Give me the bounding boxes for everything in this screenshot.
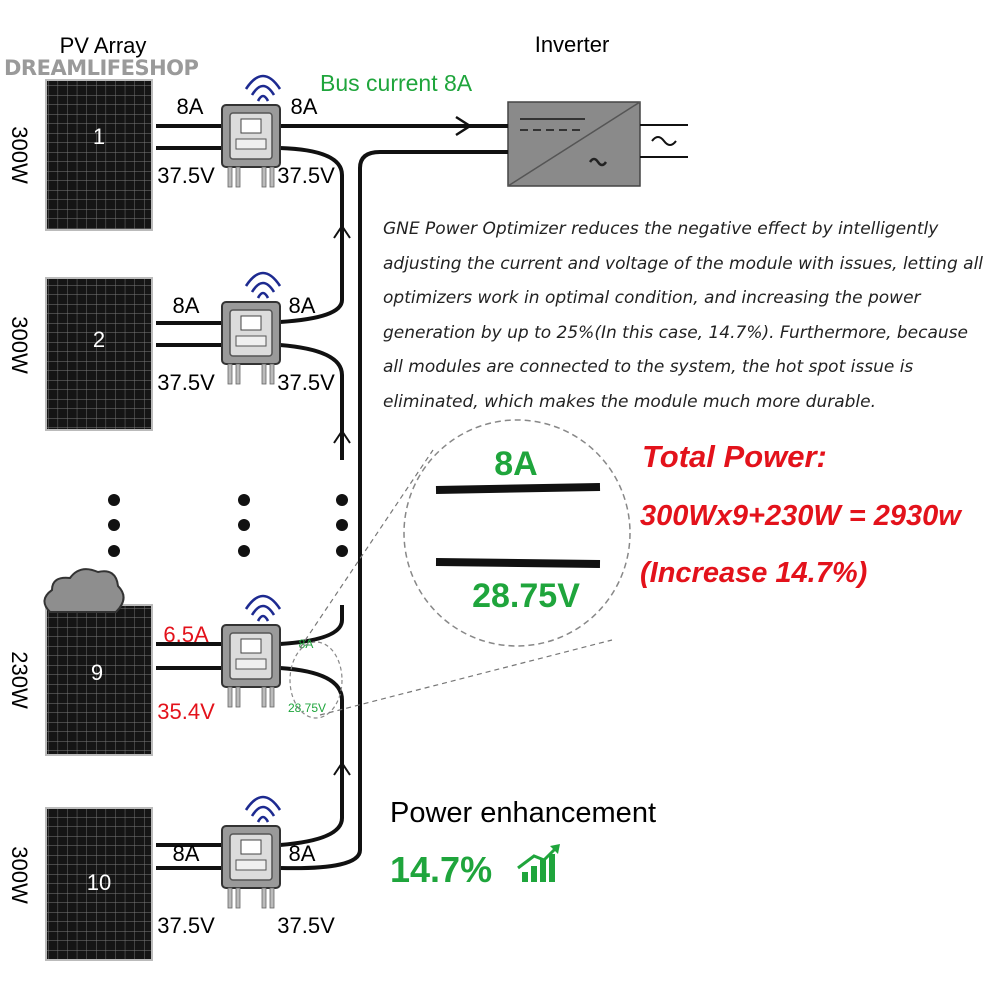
zoom-source-ellipse (289, 641, 343, 719)
output-current: 8A (289, 841, 316, 866)
output-voltage: 37.5V (277, 163, 335, 188)
watermark-logo: DREAMLIFESHOP (4, 56, 199, 80)
total-power-increase: (Increase 14.7%) (640, 557, 867, 589)
pv-panel: 9 (45, 604, 153, 756)
optimizer-device (220, 795, 282, 910)
input-current: 8A (173, 293, 200, 318)
input-current: 8A (177, 94, 204, 119)
output-voltage: 37.5V (277, 913, 335, 938)
panel-power-rating: 230W (7, 651, 32, 709)
input-current: 6.5A (163, 622, 209, 647)
output-current: 8A (291, 94, 318, 119)
inverter-title: Inverter (535, 32, 610, 57)
total-power-formula: 300Wx9+230W = 2930w (640, 500, 963, 532)
enhancement-value: 14.7% (390, 849, 492, 890)
optimizer-device (220, 271, 282, 386)
bus-arrow-icon (455, 115, 473, 137)
zoom-circle (403, 419, 631, 647)
ellipsis-dots (108, 494, 348, 557)
description-text: GNE Power Optimizer reduces the negative… (383, 219, 984, 412)
pv-array-title: PV Array (60, 33, 147, 58)
panel-number: 10 (87, 870, 111, 895)
input-voltage: 37.5V (157, 913, 215, 938)
inverter (507, 101, 641, 187)
panel-power-rating: 300W (7, 126, 32, 184)
input-voltage: 35.4V (157, 699, 215, 724)
module-wires (156, 124, 222, 870)
panel-number: 1 (93, 124, 105, 149)
input-current: 8A (173, 841, 200, 866)
panel-power-rating: 300W (7, 846, 32, 904)
output-current: 8A (289, 293, 316, 318)
panel-number: 2 (93, 327, 105, 352)
optimizer-device (220, 74, 282, 189)
pv-panel: 10 (45, 807, 153, 961)
pv-panel: 2 (45, 277, 153, 431)
total-power-title: Total Power: (642, 439, 827, 474)
flow-arrow-icon (333, 224, 351, 776)
panel-number: 9 (91, 660, 103, 685)
bus-current-label: Bus current 8A (320, 70, 473, 96)
ac-output-icon (651, 136, 677, 146)
optimizer-device (220, 594, 282, 709)
output-voltage: 28.75V (288, 701, 326, 715)
input-voltage: 37.5V (157, 163, 215, 188)
pv-panel: 1 (45, 79, 153, 231)
enhancement-label: Power enhancement (390, 797, 656, 829)
zoom-voltage: 28.75V (472, 577, 580, 615)
input-voltage: 37.5V (157, 370, 215, 395)
panel-power-rating: 300W (7, 316, 32, 374)
output-voltage: 37.5V (277, 370, 335, 395)
zoom-current: 8A (494, 445, 537, 483)
growth-chart-icon (517, 844, 560, 882)
cloud-icon (43, 568, 125, 613)
